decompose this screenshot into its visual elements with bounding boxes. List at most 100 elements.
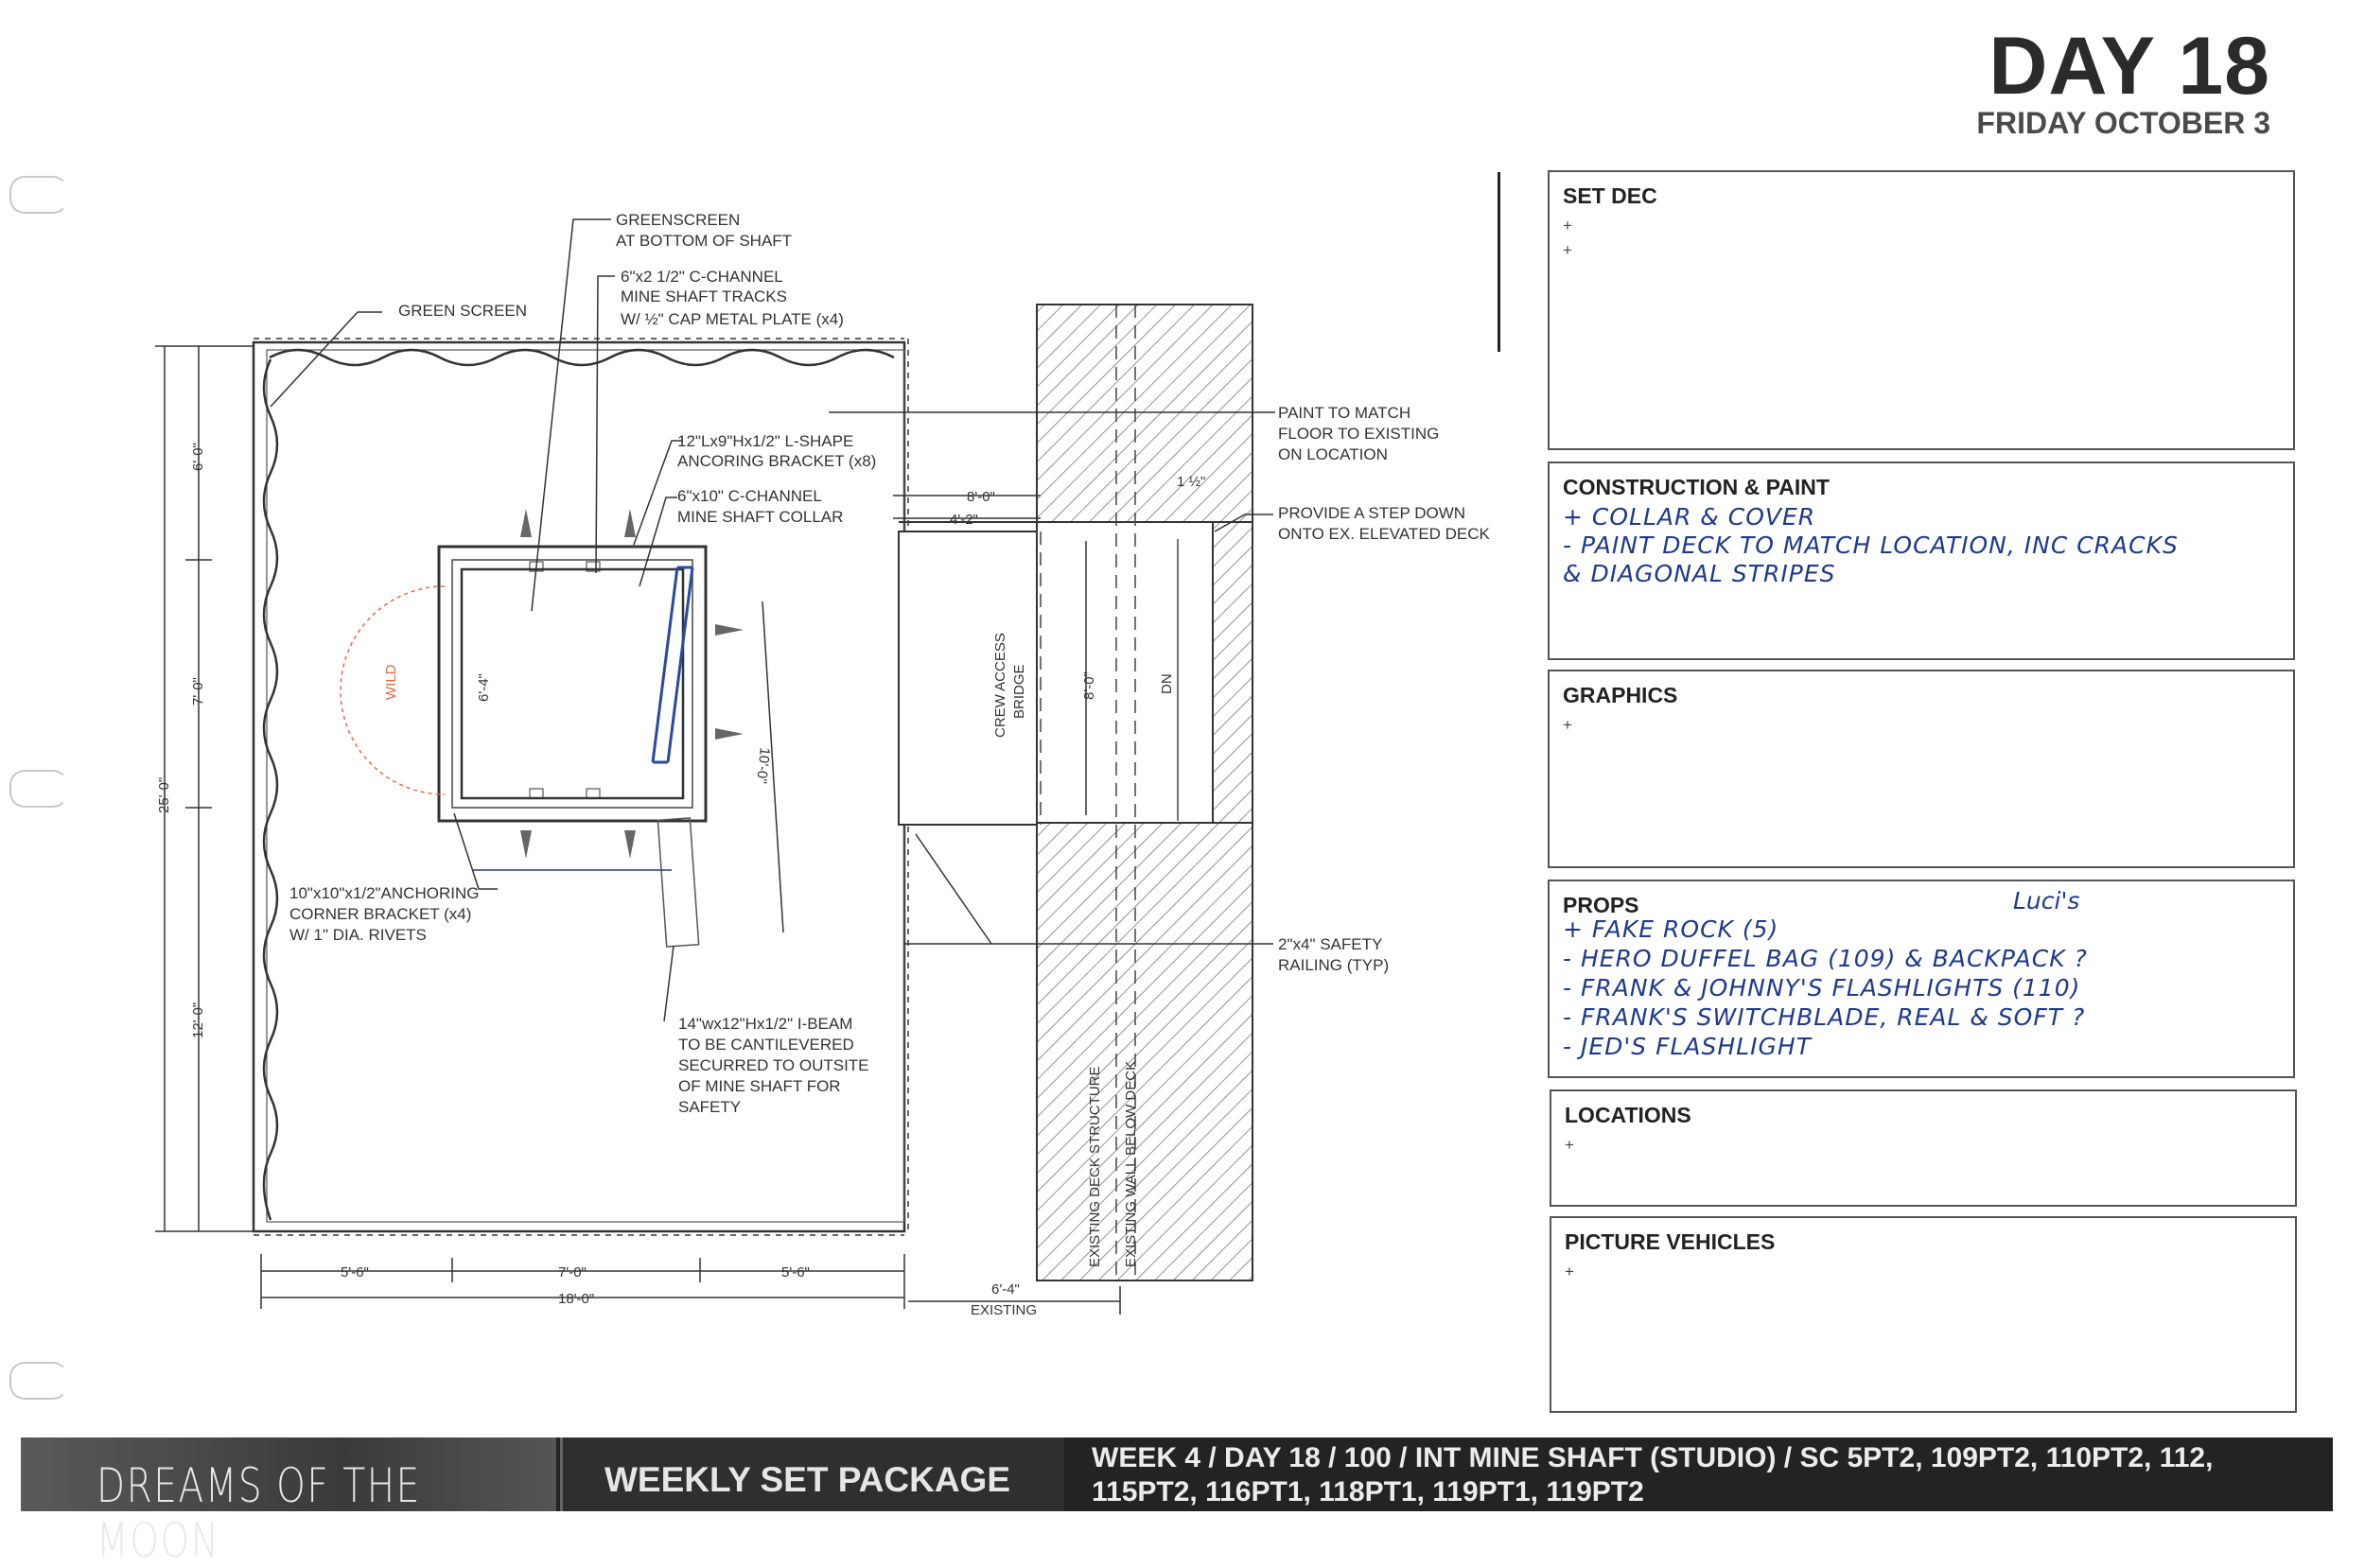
day-date: FRIDAY OCTOBER 3 bbox=[1976, 106, 2270, 140]
panel-title: GRAPHICS bbox=[1563, 683, 1678, 707]
green-screen-left bbox=[262, 358, 279, 1221]
handwritten-note: - PAINT DECK TO MATCH LOCATION, INC CRAC… bbox=[1563, 531, 2179, 559]
svg-text:CREW ACCESS: CREW ACCESS bbox=[992, 633, 1008, 738]
scene-text: WEEK 4 / DAY 18 / 100 / INT MINE SHAFT (… bbox=[1092, 1442, 2214, 1507]
day-title: DAY 18 bbox=[1988, 21, 2270, 112]
svg-text:6'-4": 6'-4" bbox=[991, 1281, 1020, 1298]
svg-text:6'-0": 6'-0" bbox=[190, 443, 206, 471]
svg-text:8'-0": 8'-0" bbox=[967, 489, 995, 505]
svg-text:7'-0": 7'-0" bbox=[190, 677, 206, 706]
binder-hole-middle bbox=[9, 770, 68, 808]
svg-text:WILD: WILD bbox=[383, 664, 399, 700]
panel-title: PICTURE VEHICLES bbox=[1565, 1229, 1776, 1254]
list-item: + bbox=[1565, 1263, 1574, 1281]
panel-title: LOCATIONS bbox=[1565, 1103, 1691, 1127]
svg-text:SAFETY: SAFETY bbox=[678, 1098, 741, 1116]
panel-title: SET DEC bbox=[1563, 183, 1657, 208]
existing-deck bbox=[1036, 304, 1253, 1281]
handwritten-note: - FRANK & JOHNNY'S FLASHLIGHTS (110) bbox=[1563, 974, 2081, 1002]
scene-info: WEEK 4 / DAY 18 / 100 / INT MINE SHAFT (… bbox=[1067, 1437, 2333, 1511]
list-item: + bbox=[1563, 716, 1572, 734]
svg-text:5'-6": 5'-6" bbox=[781, 1264, 810, 1281]
svg-text:ONTO EX. ELEVATED DECK: ONTO EX. ELEVATED DECK bbox=[1278, 525, 1491, 543]
handwritten-note: & DIAGONAL STRIPES bbox=[1563, 560, 1836, 587]
svg-text:10"x10"x1/2"ANCHORING: 10"x10"x1/2"ANCHORING bbox=[289, 884, 479, 902]
handwritten-note: + COLLAR & COVER bbox=[1563, 503, 1816, 531]
svg-text:TO BE CANTILEVERED: TO BE CANTILEVERED bbox=[678, 1036, 854, 1054]
svg-text:DN: DN bbox=[1159, 673, 1175, 694]
binder-hole-top bbox=[9, 176, 68, 214]
panel-locations: LOCATIONS + bbox=[1550, 1089, 2297, 1207]
svg-text:SECURRED TO OUTSITE: SECURRED TO OUTSITE bbox=[678, 1056, 869, 1074]
svg-text:5'-6": 5'-6" bbox=[341, 1264, 369, 1281]
mine-shaft-collar bbox=[437, 509, 744, 948]
green-screen-top bbox=[269, 348, 895, 367]
handwritten-note: - FRANK'S SWITCHBLADE, REAL & SOFT ? bbox=[1563, 1003, 2086, 1031]
horizontal-dimensions bbox=[260, 495, 1121, 1315]
props-annotation: Luci's bbox=[2013, 887, 2080, 915]
handwritten-note: - JED'S FLASHLIGHT bbox=[1563, 1033, 1812, 1060]
panel-title: PROPS bbox=[1563, 893, 1639, 917]
wild-arc bbox=[340, 585, 446, 795]
svg-text:25'-0": 25'-0" bbox=[156, 777, 172, 813]
svg-text:6"x10" C-CHANNEL: 6"x10" C-CHANNEL bbox=[677, 487, 822, 505]
svg-text:BRIDGE: BRIDGE bbox=[1011, 664, 1027, 719]
package-label: WEEKLY SET PACKAGE bbox=[560, 1437, 1064, 1511]
svg-text:6"x2 1/2" C-CHANNEL: 6"x2 1/2" C-CHANNEL bbox=[621, 268, 783, 286]
panel-set-dec: SET DEC + + bbox=[1548, 170, 2295, 450]
svg-text:10'-0": 10'-0" bbox=[753, 747, 773, 785]
svg-text:CORNER BRACKET (x4): CORNER BRACKET (x4) bbox=[289, 905, 471, 923]
svg-text:OF MINE SHAFT FOR: OF MINE SHAFT FOR bbox=[678, 1077, 841, 1095]
label-green-screen: GREEN SCREEN bbox=[398, 302, 527, 320]
svg-text:18'-0": 18'-0" bbox=[558, 1291, 594, 1307]
svg-text:7'-0": 7'-0" bbox=[558, 1264, 587, 1281]
vertical-dimensions bbox=[155, 345, 254, 1232]
list-item: + bbox=[1563, 241, 1572, 259]
list-item: + bbox=[1565, 1136, 1574, 1154]
svg-text:ON LOCATION: ON LOCATION bbox=[1278, 445, 1388, 463]
svg-text:MINE SHAFT TRACKS: MINE SHAFT TRACKS bbox=[621, 287, 787, 305]
binder-hole-bottom bbox=[9, 1362, 68, 1400]
svg-text:GREENSCREEN: GREENSCREEN bbox=[616, 211, 740, 229]
svg-text:RAILING (TYP): RAILING (TYP) bbox=[1278, 956, 1389, 974]
svg-text:12'-0": 12'-0" bbox=[190, 1002, 206, 1038]
svg-text:EXISTING: EXISTING bbox=[971, 1302, 1037, 1318]
svg-text:FLOOR TO EXISTING: FLOOR TO EXISTING bbox=[1278, 425, 1439, 443]
label-greenscreen-1: GREENSCREEN bbox=[616, 211, 740, 229]
svg-text:ANCORING BRACKET (x8): ANCORING BRACKET (x8) bbox=[677, 452, 876, 470]
list-item: + bbox=[1563, 217, 1572, 235]
handwritten-note: - HERO DUFFEL BAG (109) & BACKPACK ? bbox=[1563, 945, 2088, 972]
crew-access-bridge bbox=[898, 521, 1042, 826]
svg-text:EXISTING WALL BELOW DECK: EXISTING WALL BELOW DECK bbox=[1123, 1061, 1139, 1267]
svg-text:AT BOTTOM OF SHAFT: AT BOTTOM OF SHAFT bbox=[616, 232, 792, 250]
svg-text:8'-0": 8'-0" bbox=[1081, 671, 1097, 700]
svg-text:1 ½": 1 ½" bbox=[1177, 474, 1205, 490]
drawing-labels: GREENSCREEN AT BOTTOM OF SHAFT 6"x2 1/2"… bbox=[156, 211, 1491, 1318]
svg-text:6'-4": 6'-4" bbox=[476, 673, 492, 702]
panel-picture-vehicles: PICTURE VEHICLES + bbox=[1550, 1216, 2297, 1413]
panel-graphics: GRAPHICS + bbox=[1548, 670, 2295, 868]
divider-bar bbox=[1498, 172, 1500, 352]
svg-text:PAINT TO MATCH: PAINT TO MATCH bbox=[1278, 404, 1410, 422]
svg-text:14"wx12"Hx1/2" I-BEAM: 14"wx12"Hx1/2" I-BEAM bbox=[678, 1015, 852, 1033]
svg-text:MINE SHAFT COLLAR: MINE SHAFT COLLAR bbox=[677, 508, 843, 526]
svg-text:EXISTING DECK STRUCTURE: EXISTING DECK STRUCTURE bbox=[1087, 1066, 1103, 1267]
leader-lines bbox=[270, 218, 1275, 1022]
svg-text:GREEN SCREEN: GREEN SCREEN bbox=[398, 302, 527, 320]
logo-text: DREAMS OF THE MOON bbox=[96, 1458, 421, 1568]
svg-text:2"x4" SAFETY: 2"x4" SAFETY bbox=[1278, 935, 1382, 953]
panel-props: PROPS Luci's + FAKE ROCK (5) - HERO DUFF… bbox=[1548, 880, 2295, 1078]
panel-construction-paint: CONSTRUCTION & PAINT + COLLAR & COVER - … bbox=[1548, 462, 2295, 660]
footer-banner: DREAMS OF THE MOON WEEKLY SET PACKAGE WE… bbox=[21, 1437, 2333, 1568]
handwritten-note: + FAKE ROCK (5) bbox=[1563, 915, 1779, 943]
svg-text:PROVIDE A STEP DOWN: PROVIDE A STEP DOWN bbox=[1278, 504, 1465, 522]
label-greenscreen-2: AT BOTTOM OF SHAFT bbox=[616, 232, 792, 250]
svg-text:W/ ½" CAP METAL PLATE (x4): W/ ½" CAP METAL PLATE (x4) bbox=[621, 310, 844, 328]
show-logo: DREAMS OF THE MOON bbox=[21, 1437, 556, 1568]
panel-title: CONSTRUCTION & PAINT bbox=[1563, 475, 1830, 499]
svg-text:12"Lx9"Hx1/2" L-SHAPE: 12"Lx9"Hx1/2" L-SHAPE bbox=[677, 432, 853, 450]
svg-text:W/ 1" DIA. RIVETS: W/ 1" DIA. RIVETS bbox=[289, 926, 427, 944]
package-text: WEEKLY SET PACKAGE bbox=[604, 1460, 1011, 1499]
svg-text:4'-2": 4'-2" bbox=[950, 512, 978, 528]
mine-shaft-floor-plan: GREENSCREEN AT BOTTOM OF SHAFT 6"x2 1/2"… bbox=[155, 211, 1491, 1318]
